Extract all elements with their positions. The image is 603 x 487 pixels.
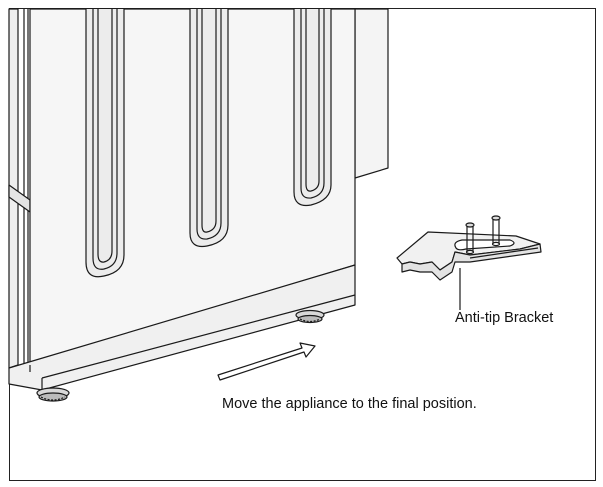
door-handle-2 <box>189 9 229 248</box>
bracket-screw-1 <box>465 222 475 255</box>
move-direction-arrow <box>217 342 316 381</box>
appliance-side-panel <box>354 8 389 179</box>
door-handle-3 <box>293 9 332 207</box>
anti-tip-bracket <box>396 215 542 281</box>
appliance-left-edge <box>8 8 31 369</box>
leveling-foot-left <box>36 387 70 402</box>
leveling-foot-right <box>295 309 325 324</box>
bracket-screw-2 <box>491 215 501 247</box>
appliance-base <box>8 264 356 391</box>
door-handle-1 <box>85 9 125 278</box>
instruction-caption: Move the appliance to the final position… <box>222 396 477 412</box>
bracket-label: Anti-tip Bracket <box>455 310 554 326</box>
